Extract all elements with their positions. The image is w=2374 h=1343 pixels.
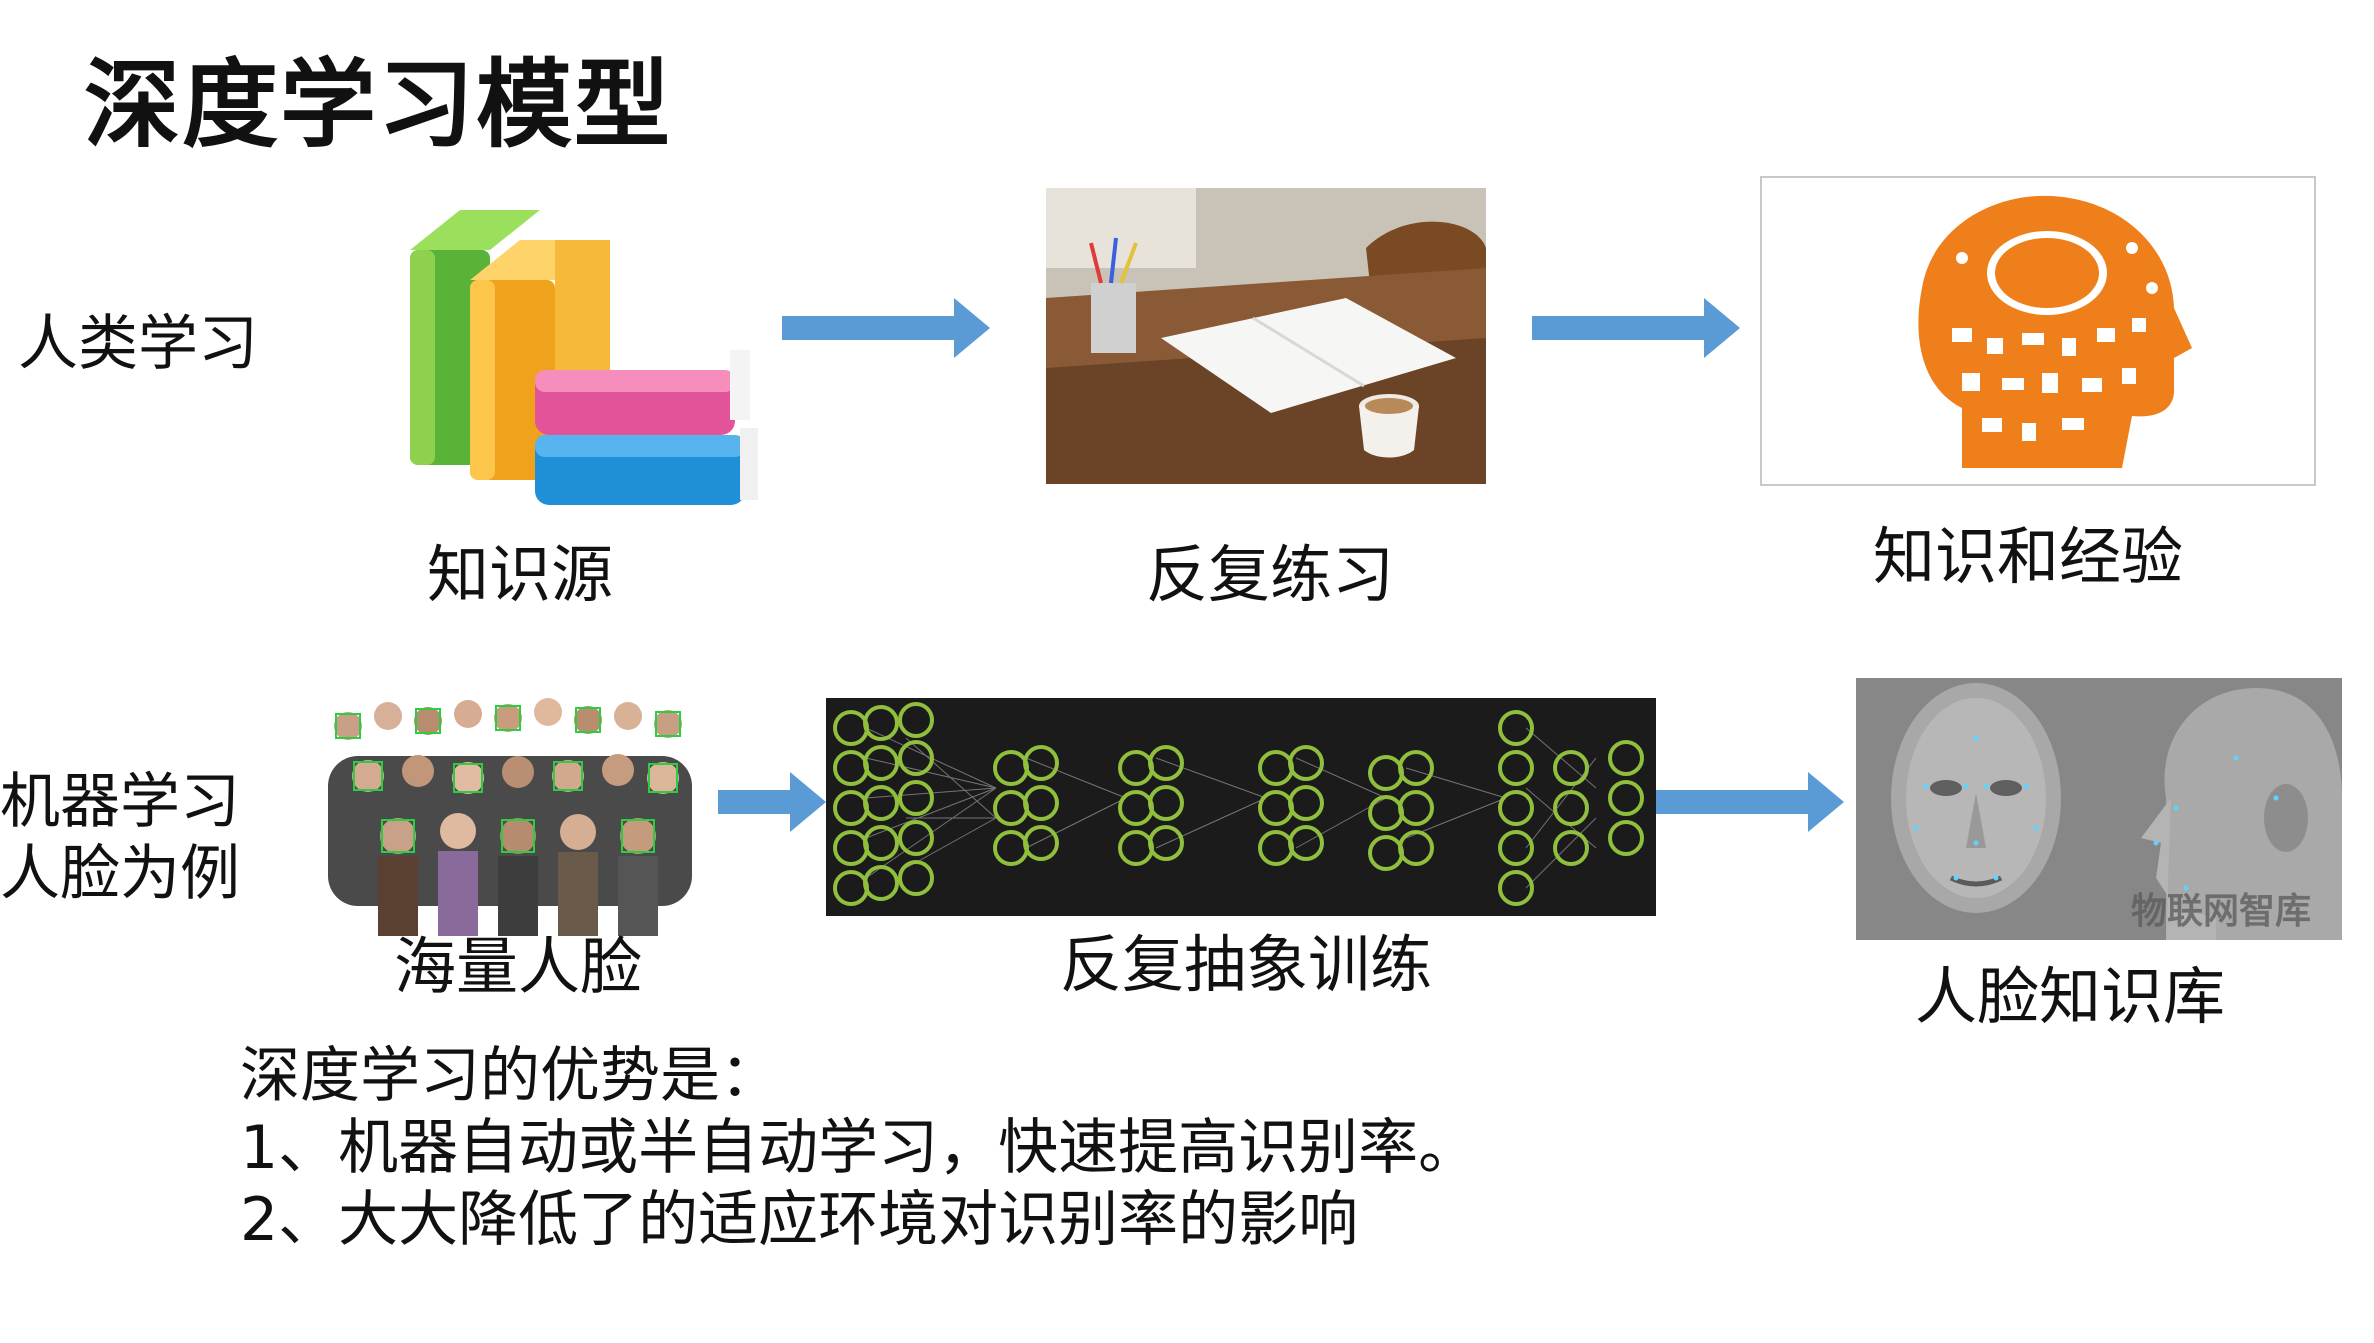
- watermark-text: 物联网智库: [2131, 890, 2311, 931]
- caption-massive-faces: 海量人脸: [393, 930, 642, 1003]
- caption-knowledge-and-experience: 知识和经验: [1872, 520, 2183, 593]
- caption-repeated-practice: 反复练习: [1145, 538, 1394, 611]
- caption-repeated-abstract-training: 反复抽象训练: [1059, 928, 1432, 1001]
- arrow-right-icon: [1532, 296, 1742, 360]
- face-landmarks-image: 物联网智库: [1856, 678, 2342, 940]
- books-image: [400, 200, 760, 510]
- knowledge-head-image: [1760, 176, 2316, 486]
- row-label-face-example: 人脸为例: [0, 839, 240, 909]
- row-label-human-learning: 人类学习: [18, 309, 258, 379]
- caption-knowledge-source: 知识源: [426, 538, 613, 611]
- advantages-block: 深度学习的优势是： 1、机器自动或半自动学习，快速提高识别率。 2、大大降低了的…: [240, 1040, 1478, 1256]
- row-label-machine-learning: 机器学习: [0, 767, 240, 837]
- caption-face-knowledge-base: 人脸知识库: [1914, 960, 2225, 1033]
- advantage-item: 2、大大降低了的适应环境对识别率的影响: [240, 1185, 1359, 1255]
- arrow-right-icon: [782, 296, 992, 360]
- crowd-faces-image: [318, 686, 702, 946]
- slide-title: 深度学习模型: [84, 49, 672, 161]
- desk-practice-image: [1046, 188, 1486, 484]
- advantage-item: 1、机器自动或半自动学习，快速提高识别率。: [240, 1113, 1479, 1183]
- arrow-right-icon: [718, 770, 828, 834]
- arrow-right-icon: [1656, 770, 1846, 834]
- neural-network-image: [826, 698, 1656, 916]
- advantages-heading: 深度学习的优势是：: [240, 1041, 780, 1111]
